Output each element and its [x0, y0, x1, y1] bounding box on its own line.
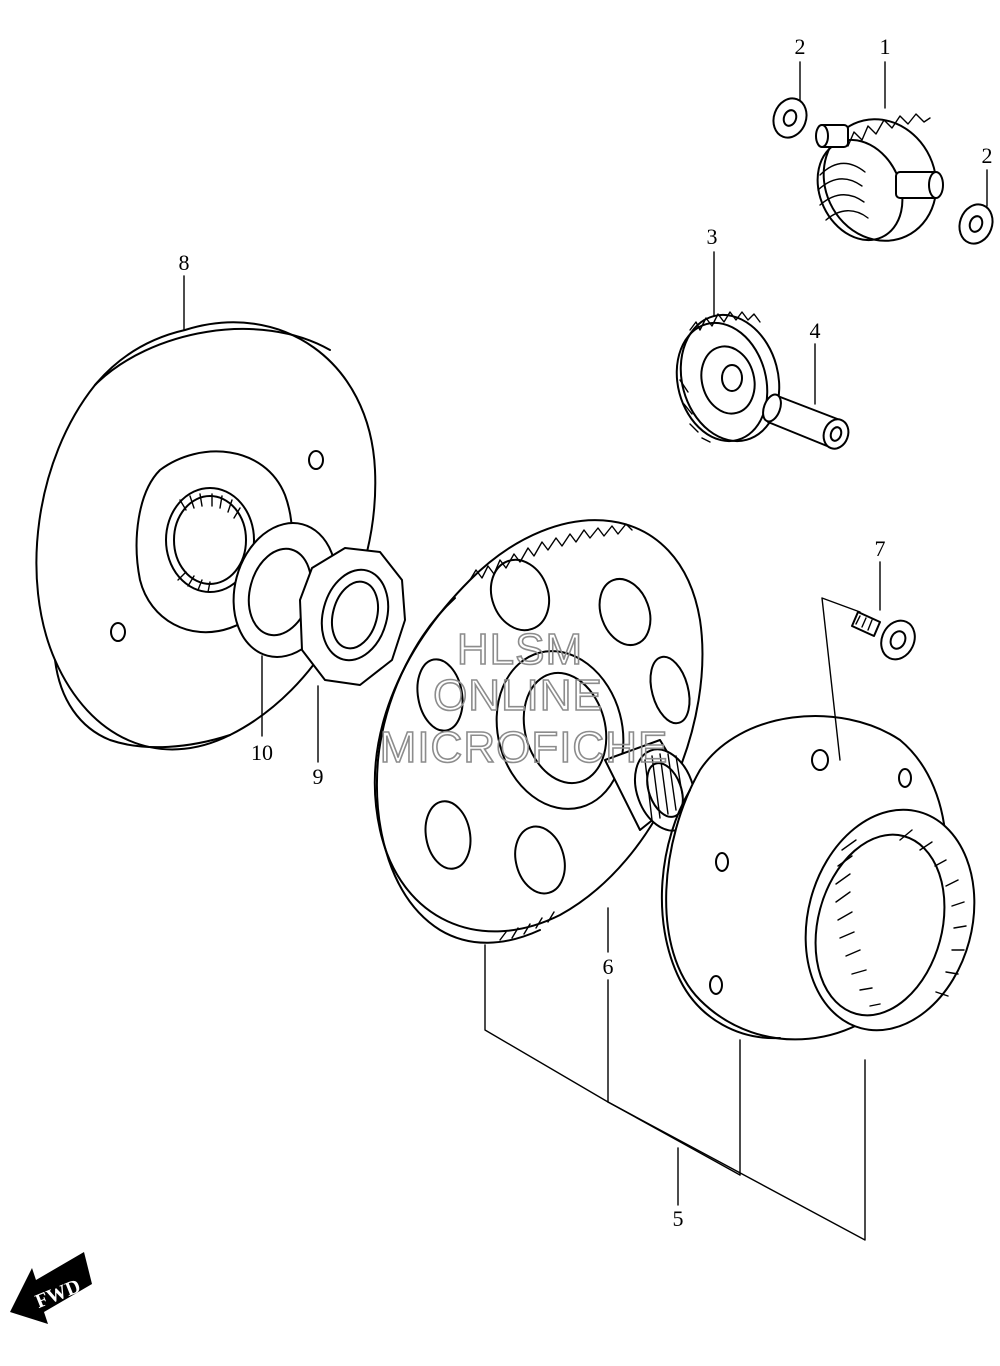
callout-7: 7 — [875, 536, 886, 561]
callout-2-left: 2 — [795, 34, 806, 59]
callout-8: 8 — [179, 250, 190, 275]
part-3-idler-gear — [675, 311, 781, 443]
callout-10: 10 — [251, 740, 273, 765]
part-1-idler-gear — [815, 113, 944, 242]
fwd-arrow-icon: FWD — [10, 1252, 92, 1324]
callout-9: 9 — [313, 764, 324, 789]
callout-4: 4 — [810, 318, 821, 343]
callout-labels: 2 1 2 3 4 7 8 10 9 6 5 — [179, 34, 993, 1231]
leader-lines — [183, 61, 988, 1241]
callout-6: 6 — [603, 954, 614, 979]
part-7-bolt — [851, 611, 916, 661]
watermark-line-2: ONLINE — [433, 671, 603, 720]
part-2-washer-right — [958, 203, 994, 245]
part-2-washer-left — [772, 97, 808, 139]
callout-2-right: 2 — [982, 143, 993, 168]
part-8-flywheel — [35, 321, 377, 751]
part-4-shaft — [762, 393, 850, 450]
callout-3: 3 — [707, 224, 718, 249]
callout-1: 1 — [880, 34, 891, 59]
callout-5: 5 — [673, 1206, 684, 1231]
part-6-driven-gear — [373, 519, 704, 944]
starter-clutch-body — [660, 715, 976, 1041]
watermark-line-3: MICROFICHE — [380, 723, 669, 772]
watermark: HLSM ONLINE MICROFICHE — [379, 624, 669, 773]
watermark-line-1: HLSM — [457, 625, 583, 674]
part-9-nut — [299, 547, 406, 686]
